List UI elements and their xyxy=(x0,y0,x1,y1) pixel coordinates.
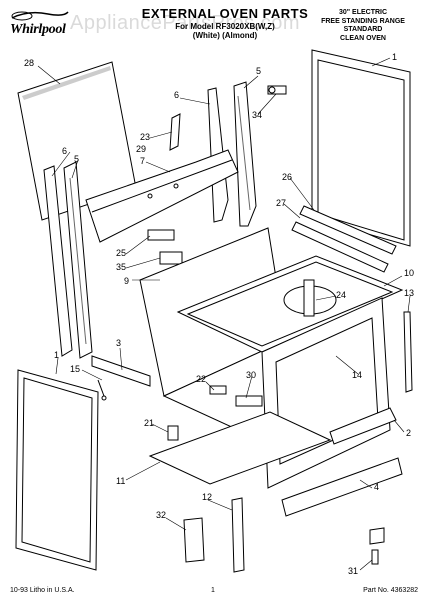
callout-label: 32 xyxy=(156,510,166,520)
whirlpool-logo xyxy=(11,11,69,21)
callout-label: 29 xyxy=(136,144,146,154)
callout-label: 3 xyxy=(116,338,121,348)
callout-label: 1 xyxy=(392,52,397,62)
callout-label: 6 xyxy=(174,90,179,100)
callout-label: 26 xyxy=(282,172,292,182)
side-rails-right xyxy=(207,81,257,227)
callout-label: 23 xyxy=(140,132,150,142)
callout-label: 30 xyxy=(246,370,256,380)
product-description: 30" ELECTRIC FREE STANDING RANGE STANDAR… xyxy=(308,9,418,43)
print-info: 10-93 Litho in U.S.A. xyxy=(10,587,75,594)
callout-label: 6 xyxy=(62,146,67,156)
callout-label: 15 xyxy=(70,364,80,374)
product-line: FREE STANDING RANGE xyxy=(321,17,405,25)
page-number: 1 xyxy=(211,587,215,594)
diagram-title-block: EXTERNAL OVEN PARTS For Model RF3020XB(W… xyxy=(120,6,330,40)
callout-label: 2 xyxy=(406,428,411,438)
callout-label: 4 xyxy=(374,482,379,492)
terminal-block xyxy=(267,85,287,95)
callout-label: 12 xyxy=(202,492,212,502)
callout-label: 11 xyxy=(116,476,125,486)
diagram-title: EXTERNAL OVEN PARTS xyxy=(141,6,309,21)
screw-part xyxy=(97,379,107,401)
callout-label: 9 xyxy=(124,276,129,286)
toe-kick xyxy=(281,457,403,517)
model-line: For Model RF3020XB(W,Z) xyxy=(175,22,275,31)
callout-label: 21 xyxy=(144,418,154,428)
callout-label: 13 xyxy=(404,288,414,298)
callout-label: 28 xyxy=(24,58,34,68)
callout-labels: 28 1 5 6 34 23 29 7 6 5 26 27 25 35 9 10… xyxy=(24,52,414,576)
callout-label: 5 xyxy=(256,66,261,76)
leader-lines xyxy=(37,57,411,571)
callout-label: 27 xyxy=(276,198,286,208)
spacer-part xyxy=(169,113,181,151)
callout-label: 35 xyxy=(116,262,126,272)
leveling-post xyxy=(167,425,179,441)
hinge-brackets xyxy=(147,229,183,265)
callout-label: 24 xyxy=(336,290,346,300)
hinge-and-latch xyxy=(183,497,245,573)
bottom-panel xyxy=(148,411,332,485)
element-bracket xyxy=(209,385,263,407)
product-line: 30" ELECTRIC xyxy=(338,9,388,16)
cooktop-frame xyxy=(176,255,404,353)
color-line: (White) (Almond) xyxy=(192,31,258,40)
product-line: STANDARD xyxy=(343,26,383,33)
side-brace xyxy=(329,407,397,445)
side-rails-left xyxy=(43,161,93,359)
callout-label: 14 xyxy=(352,370,362,380)
side-panel-left xyxy=(15,369,99,571)
callout-label: 34 xyxy=(252,110,262,120)
callout-label: 31 xyxy=(348,566,358,576)
trim-strip xyxy=(403,311,413,393)
part-number: Part No. 4363282 xyxy=(363,587,418,594)
bottom-rails xyxy=(291,205,397,273)
back-brace xyxy=(85,149,239,243)
callout-label: 25 xyxy=(116,248,126,258)
hardware-fasteners xyxy=(369,527,385,565)
watermark: AppliancePartsPros.com xyxy=(70,12,300,34)
side-panel-right xyxy=(311,49,411,247)
callout-label: 5 xyxy=(74,154,79,164)
callout-label: 1 xyxy=(54,350,59,360)
side-trim xyxy=(91,355,151,387)
brand-name: Whirlpool xyxy=(10,22,66,37)
callout-label: 7 xyxy=(140,156,145,166)
callout-label: 10 xyxy=(404,268,414,278)
product-line: CLEAN OVEN xyxy=(340,34,386,42)
callout-label: 22 xyxy=(196,374,206,384)
